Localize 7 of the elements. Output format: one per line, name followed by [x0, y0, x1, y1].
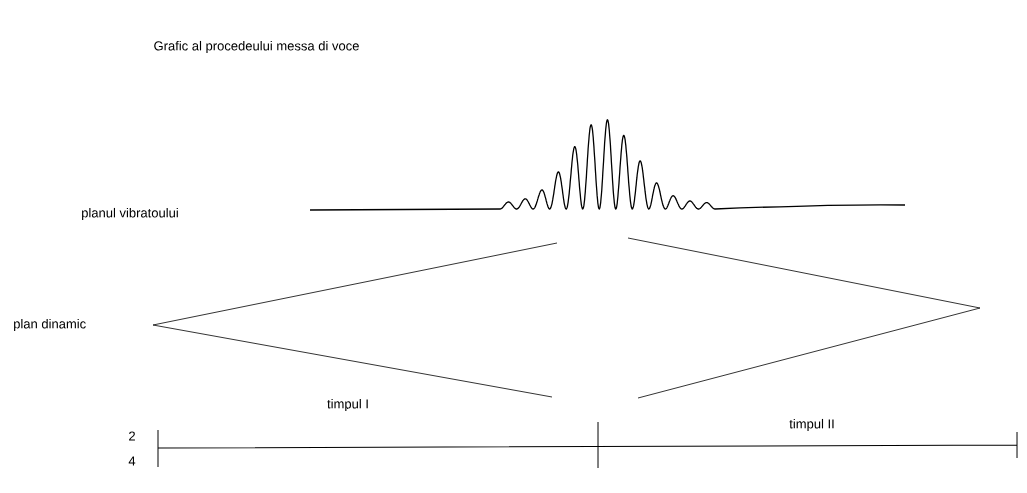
title: Grafic al procedeului messa di voce — [154, 40, 359, 54]
row-label: planul vibratoului — [82, 207, 178, 221]
time-signature: 4 — [128, 456, 136, 466]
time-label: timpul II — [789, 418, 834, 432]
time-signature: 2 — [129, 431, 135, 441]
time-label: timpul I — [327, 398, 368, 412]
row-label: plan dinamic — [14, 318, 86, 332]
